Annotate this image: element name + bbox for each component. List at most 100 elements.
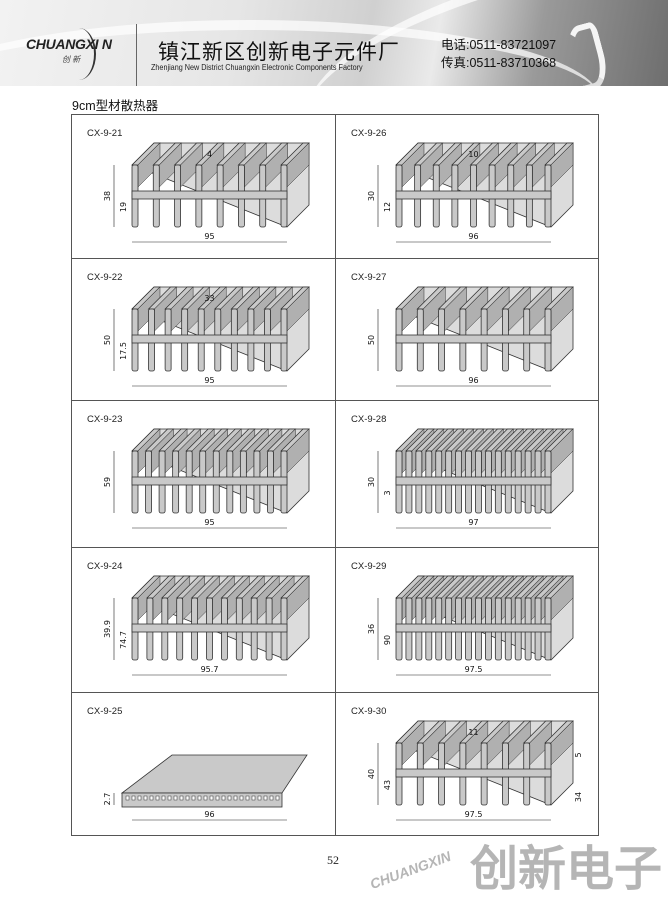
plate-groove — [203, 795, 208, 801]
company-name-en: Zhenjiang New District Chuangxin Electro… — [151, 62, 363, 72]
dimension-label: 30 — [367, 477, 376, 487]
plate-groove — [221, 795, 226, 801]
heatsink-drawing: 962.7 — [103, 754, 308, 821]
product-code: CX-9-28 — [351, 414, 387, 425]
product-code: CX-9-29 — [351, 561, 387, 572]
dimension-label: 95.7 — [201, 665, 219, 674]
plate-groove — [275, 795, 280, 801]
plate-groove — [209, 795, 214, 801]
plate-groove — [263, 795, 268, 801]
plate-groove — [125, 795, 130, 801]
dimension-label: 34 — [574, 792, 583, 802]
product-code: CX-9-30 — [351, 706, 387, 717]
plate-groove — [251, 795, 256, 801]
company-name-cn: 镇江新区创新电子元件厂 — [158, 40, 400, 64]
watermark: 创新电子 — [470, 841, 663, 897]
dimension-label: 3 — [383, 490, 392, 495]
heatsink-base — [395, 190, 552, 200]
dimension-label: 97.5 — [465, 810, 483, 819]
product-code: CX-9-27 — [351, 272, 387, 283]
phone-number: 电话:0511-83721097 — [441, 38, 557, 52]
plate-groove — [239, 795, 244, 801]
dimension-label: 33 — [204, 294, 214, 303]
dimension-label: 96 — [468, 376, 478, 385]
product-code: CX-9-21 — [87, 128, 123, 139]
dimension-label: 11 — [468, 728, 478, 737]
plate-groove — [137, 795, 142, 801]
heatsink-base — [131, 476, 288, 486]
page-header: CHUANGXI N 创 新 镇江新区创新电子元件厂 Zhenjiang New… — [0, 0, 668, 86]
dimension-label: 30 — [367, 191, 376, 201]
dimension-label: 97.5 — [465, 665, 483, 674]
plate-groove — [227, 795, 232, 801]
heatsink-drawing: 96 50 — [367, 286, 574, 387]
dimension-label: 19 — [119, 202, 128, 212]
dimension-label: 90 — [383, 635, 392, 645]
heatsink-base — [395, 768, 552, 778]
plate-top — [120, 754, 308, 794]
dimension-label: 12 — [383, 202, 392, 212]
product-code: CX-9-23 — [87, 414, 123, 425]
dimension-label: 59 — [103, 477, 112, 487]
heatsink-base — [395, 623, 552, 633]
product-code: CX-9-25 — [87, 706, 123, 717]
dimension-label: 95 — [204, 232, 214, 241]
dimension-label: 17.5 — [119, 342, 128, 360]
plate-groove — [269, 795, 274, 801]
dimension-label: 10 — [468, 150, 478, 159]
heatsink-base — [395, 334, 552, 344]
product-code: CX-9-26 — [351, 128, 387, 139]
product-code: CX-9-22 — [87, 272, 123, 283]
watermark-logo: CHUANGXIN — [367, 847, 453, 893]
dimension-label: 5 — [574, 752, 583, 757]
plate-groove — [167, 795, 172, 801]
plate-groove — [215, 795, 220, 801]
dimension-label: 97 — [468, 518, 478, 527]
product-cell: CX-9-28 97 30 3 — [336, 401, 599, 548]
dimension-label: 2.7 — [103, 793, 112, 806]
plate-groove — [191, 795, 196, 801]
logo-arc — [62, 28, 96, 80]
fax-number: 传真:0511-83710368 — [441, 56, 557, 70]
heatsink-base — [395, 476, 552, 486]
dimension-label: 38 — [103, 191, 112, 201]
plate-groove — [245, 795, 250, 801]
plate-groove — [155, 795, 160, 801]
plate-groove — [131, 795, 136, 801]
company-logo: CHUANGXI N — [26, 36, 112, 52]
plate-groove — [185, 795, 190, 801]
logo-subtext: 创 新 — [62, 55, 81, 64]
page-number: 52 — [327, 853, 339, 867]
plate-groove — [233, 795, 238, 801]
heatsink-base — [131, 190, 288, 200]
section-title: 9cm型材散热器 — [72, 99, 159, 113]
plate-groove — [257, 795, 262, 801]
heatsink-drawing: 95.739.974.7 — [103, 575, 310, 676]
plate-groove — [197, 795, 202, 801]
plate-groove — [149, 795, 154, 801]
plate-groove — [173, 795, 178, 801]
dimension-label: 50 — [367, 335, 376, 345]
plate-groove — [179, 795, 184, 801]
heatsink-base — [131, 623, 288, 633]
dimension-label: 39.9 — [103, 620, 112, 638]
dimension-label: 95 — [204, 376, 214, 385]
plate-groove — [143, 795, 148, 801]
heatsink-drawing: 97 30 3 — [367, 428, 574, 529]
header-divider — [136, 24, 137, 86]
